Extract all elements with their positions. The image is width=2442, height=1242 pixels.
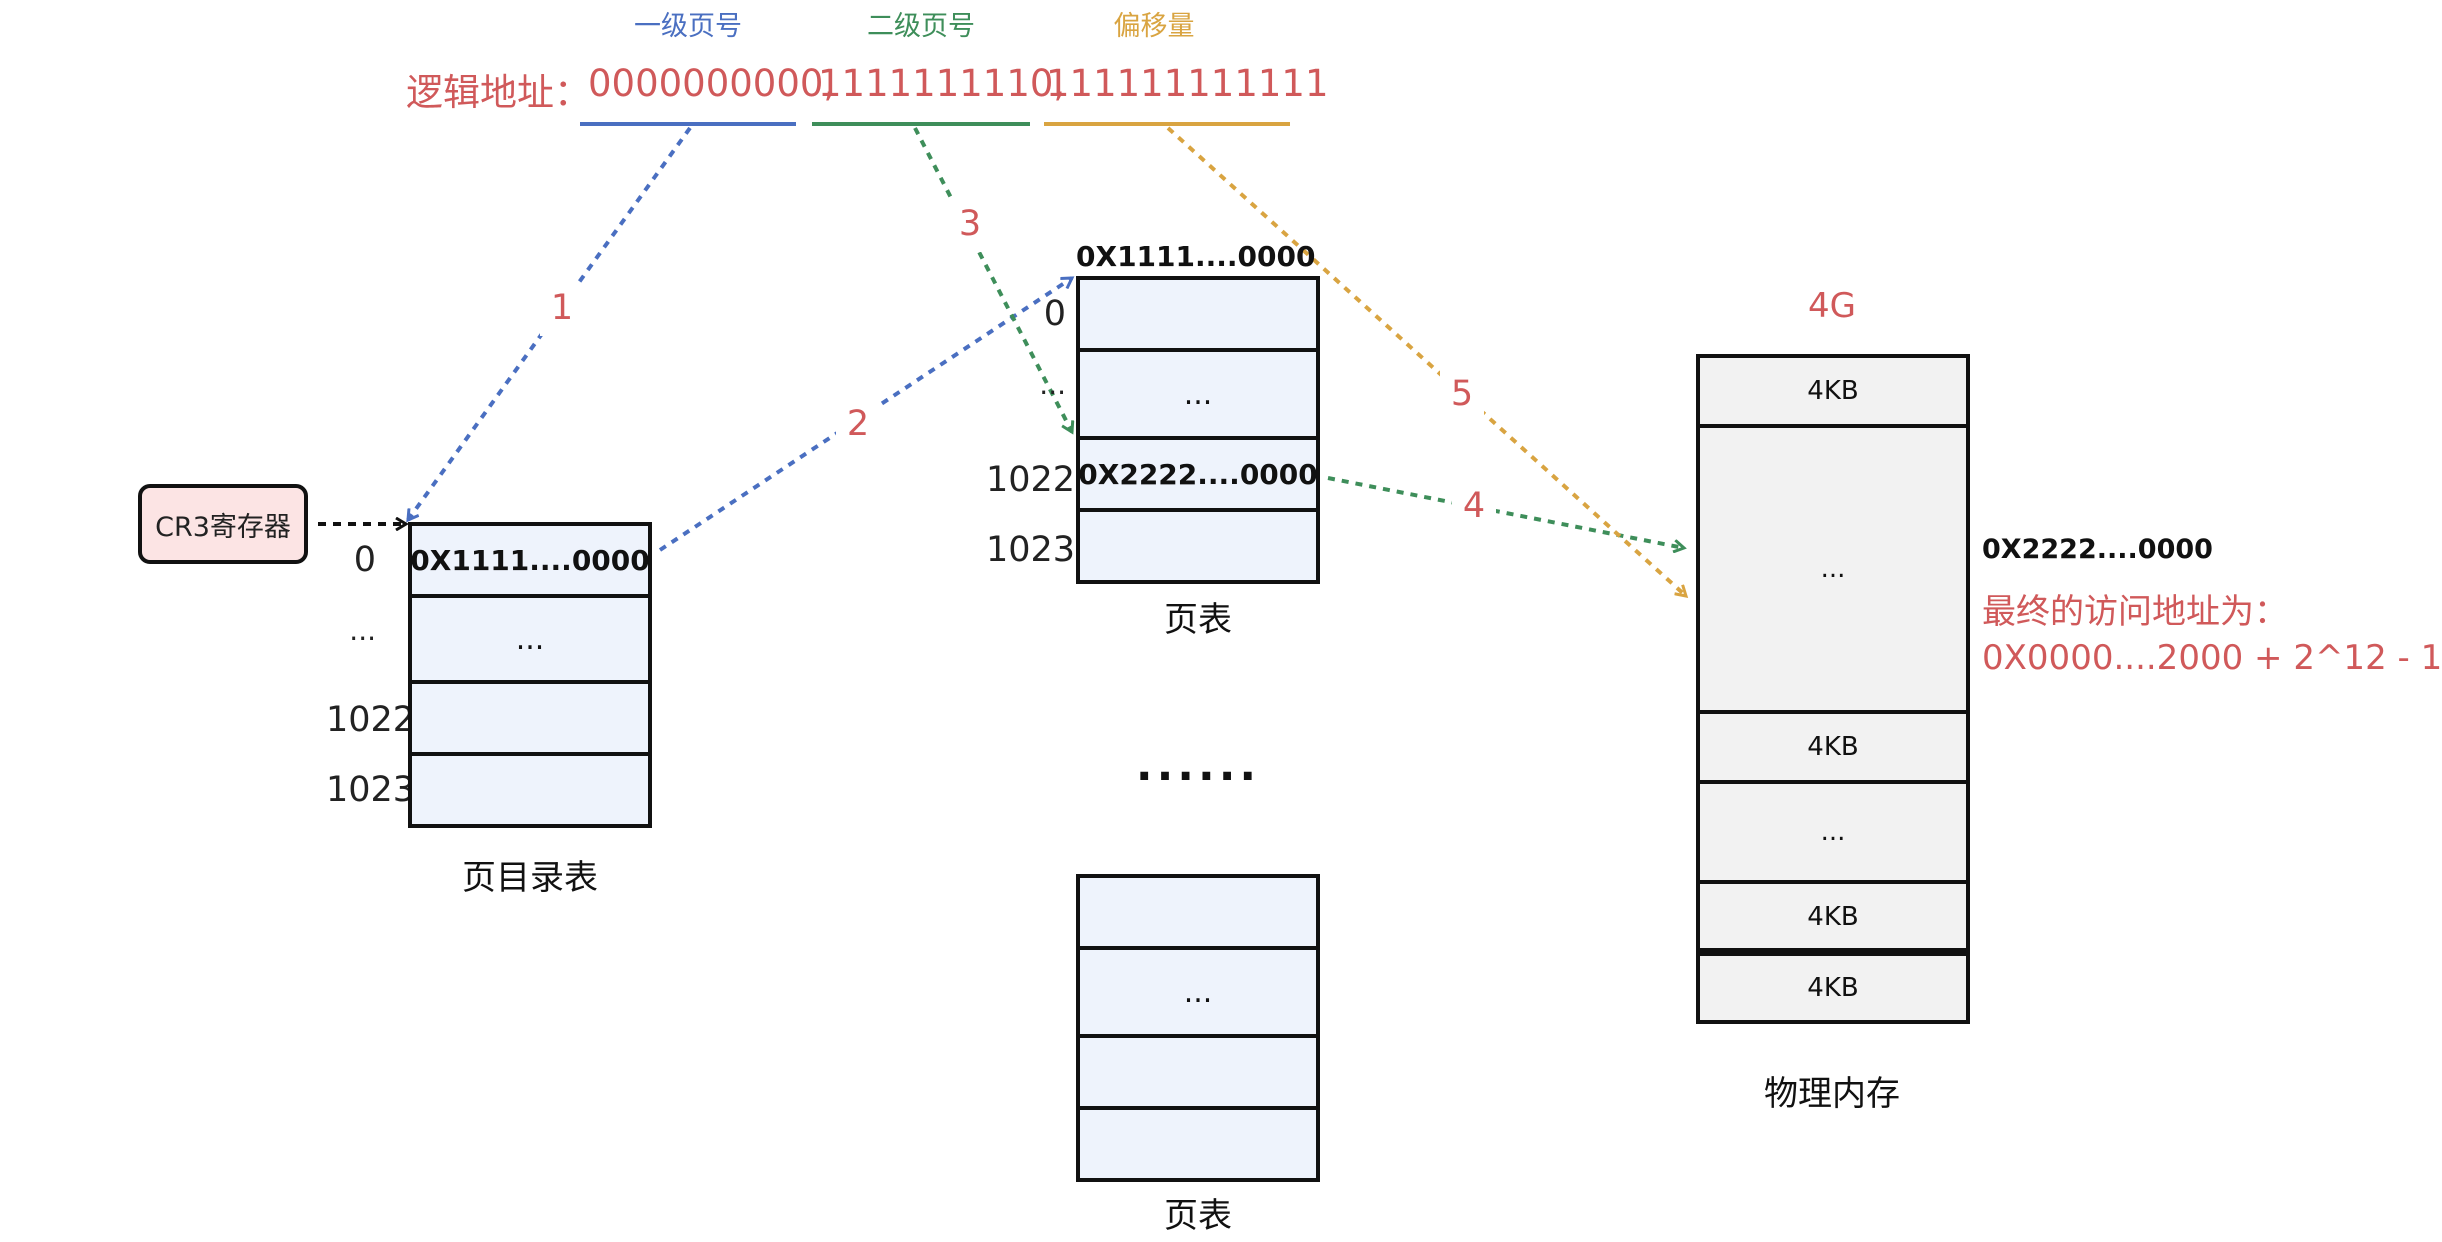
page-directory-title: 页目录表 <box>462 858 598 898</box>
page-table-index: 1022 <box>986 460 1076 500</box>
address-part3: 111111111111 <box>1046 62 1329 105</box>
page-table-2-entry <box>1076 1106 1320 1182</box>
page-table-entry: 0X2222....0000 <box>1076 436 1320 512</box>
step-1-label: 1 <box>550 288 574 328</box>
cr3-register: CR3寄存器 <box>138 484 308 564</box>
frame-address: 0X2222....0000 <box>1982 534 2213 565</box>
page-table-entry <box>1076 508 1320 584</box>
arrow-4 <box>1327 476 1684 548</box>
page-table-2-entry <box>1076 1034 1320 1110</box>
page-table-entry: ... <box>1076 348 1320 440</box>
page-table-2-title: 页表 <box>1164 1196 1232 1236</box>
page-directory-index: 0 <box>353 540 376 580</box>
arrow-2 <box>658 276 1072 552</box>
page-table-base-address: 0X1111....0000 <box>1076 240 1316 273</box>
arrow-3 <box>913 127 1072 432</box>
page-directory-entry <box>408 680 652 756</box>
page-table-2-entry: ... <box>1076 946 1320 1038</box>
page-directory-entry: ... <box>408 594 652 684</box>
physical-memory-title: 物理内存 <box>1764 1074 1900 1114</box>
page-table-index: ... <box>1039 368 1066 401</box>
step-5-label: 5 <box>1450 374 1474 414</box>
part2-title: 二级页号 <box>867 11 975 42</box>
memory-block: ... <box>1696 424 1970 714</box>
address-part2: 1111111110, <box>818 62 1066 105</box>
address-part1: 0000000000, <box>588 62 836 105</box>
page-directory-entry <box>408 752 652 828</box>
page-table-2-entry <box>1076 874 1320 950</box>
logical-address-label: 逻辑地址： <box>406 71 591 114</box>
page-directory-index: 1022 <box>326 700 416 740</box>
final-address-label: 最终的访问地址为： <box>1982 592 2288 632</box>
step-2-label: 2 <box>846 404 870 444</box>
page-directory-index: ... <box>349 614 376 647</box>
page-directory-index: 1023 <box>326 770 416 810</box>
arrow-5 <box>1166 126 1686 596</box>
memory-block: 4KB <box>1696 952 1970 1024</box>
step-4-label: 4 <box>1462 486 1486 526</box>
memory-block: ... <box>1696 780 1970 884</box>
page-table-title: 页表 <box>1164 600 1232 640</box>
more-page-tables-ellipsis: ...... <box>1135 740 1261 791</box>
step-3-label: 3 <box>958 204 982 244</box>
memory-top-label: 4G <box>1808 286 1856 326</box>
memory-block: 4KB <box>1696 354 1970 428</box>
page-directory-entry: 0X1111....0000 <box>408 522 652 598</box>
final-address-value: 0X0000....2000 + 2^12 - 1 <box>1982 638 2442 678</box>
part3-title: 偏移量 <box>1113 11 1195 42</box>
memory-block: 4KB <box>1696 710 1970 784</box>
page-table-index: 0 <box>1043 294 1066 334</box>
part1-title: 一级页号 <box>634 11 742 42</box>
memory-block: 4KB <box>1696 880 1970 954</box>
page-table-index: 1023 <box>986 530 1076 570</box>
page-table-entry <box>1076 276 1320 352</box>
